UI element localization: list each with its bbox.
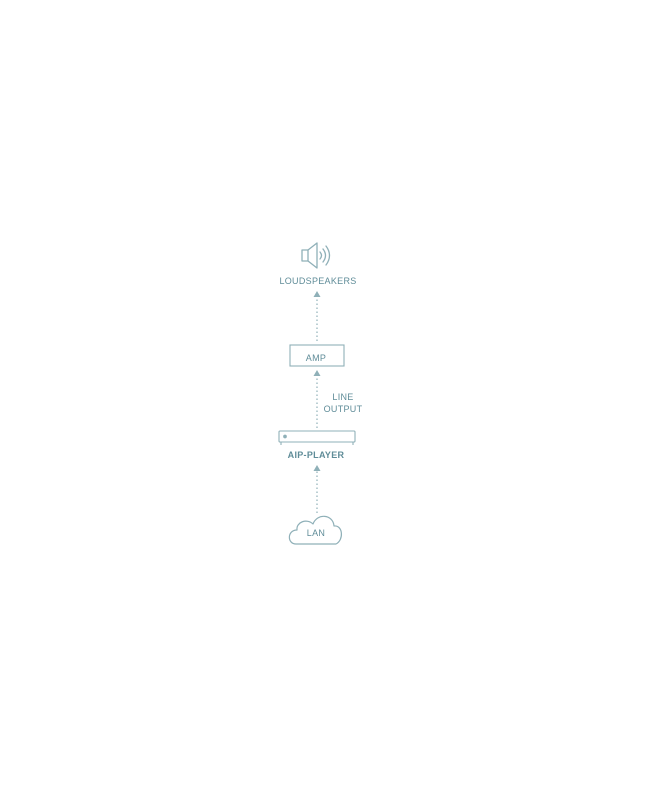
edge-player-to-amp [313,370,321,428]
amp-label: AMP [305,353,327,363]
cloud-icon [288,515,342,545]
speaker-icon [301,242,331,269]
aip-player-label: AIP-PLAYER [287,450,345,460]
line-output-label: LINE OUTPUT [323,391,363,415]
edge-amp-to-loudspeakers [313,291,321,341]
line-output-label-line2: OUTPUT [323,404,363,414]
amp-box [289,344,345,367]
player-device-icon [278,430,356,445]
edge-lan-to-player [313,465,321,513]
loudspeakers-label: LOUDSPEAKERS [279,276,357,286]
line-output-label-line1: LINE [332,392,354,402]
lan-label: LAN [306,528,326,538]
